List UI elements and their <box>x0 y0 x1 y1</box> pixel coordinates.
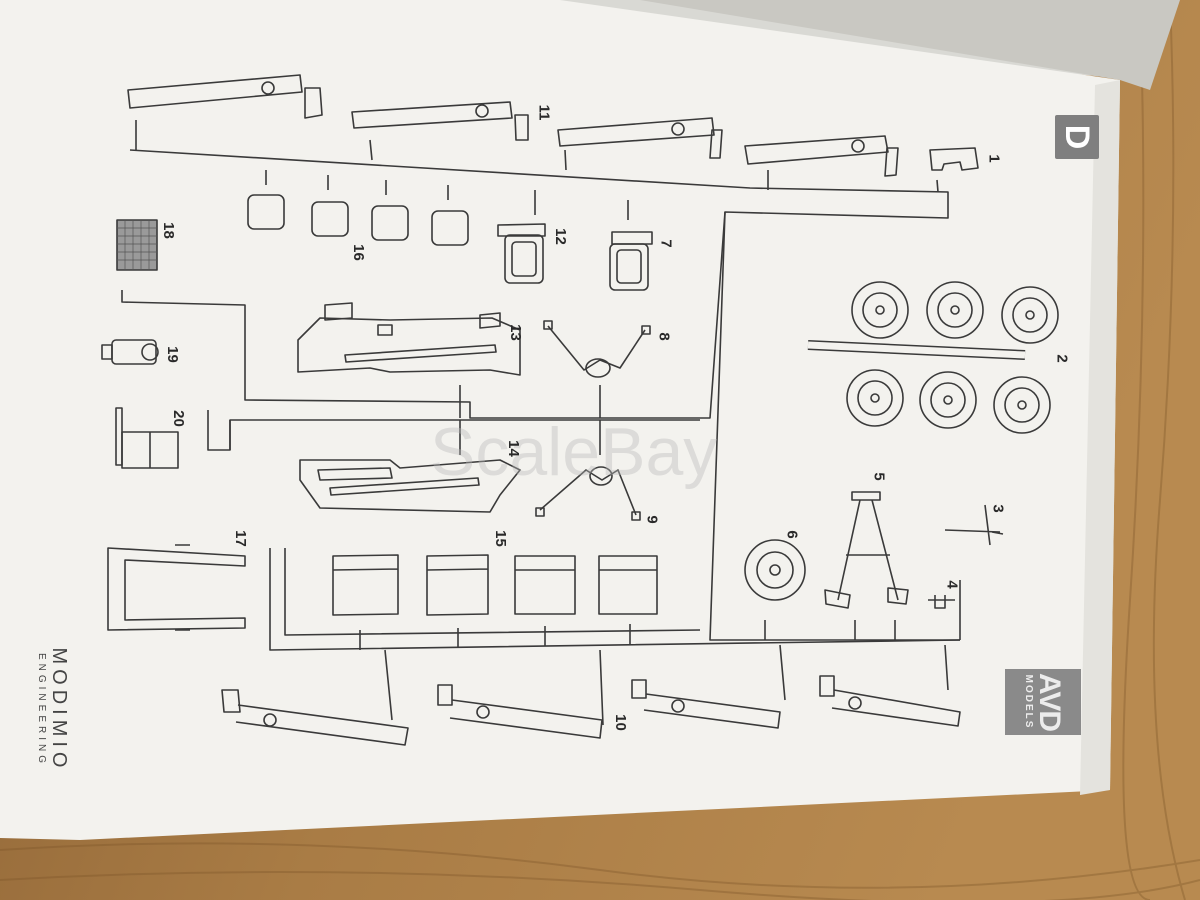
avd-models-logo: AVD MODELS <box>1005 669 1081 735</box>
part-label-7: 7 <box>657 239 675 248</box>
sprue-drawing <box>101 74 1059 746</box>
part-label-20: 20 <box>169 410 187 427</box>
avd-logo-name: AVD <box>1033 672 1066 732</box>
part-label-10: 10 <box>611 714 629 731</box>
part-label-1: 1 <box>985 154 1003 163</box>
modimio-brand: MODIMIO ENGINEERING <box>30 620 70 800</box>
part-label-3: 3 <box>989 504 1007 513</box>
part-label-5: 5 <box>870 472 888 481</box>
part-label-8: 8 <box>655 332 673 341</box>
part-label-17: 17 <box>231 530 249 547</box>
part-label-11: 11 <box>535 104 553 121</box>
part-label-4: 4 <box>943 580 961 589</box>
part-label-19: 19 <box>163 346 181 363</box>
brand-name: MODIMIO <box>48 647 70 773</box>
part-label-18: 18 <box>159 222 177 239</box>
part-label-14: 14 <box>504 440 522 457</box>
watermark-text: ScaleBay <box>430 414 717 490</box>
part-label-12: 12 <box>551 228 569 245</box>
sheet-letter-badge: D <box>1055 115 1099 159</box>
part-label-6: 6 <box>783 530 801 539</box>
part-label-16: 16 <box>349 244 367 261</box>
part-label-9: 9 <box>643 515 661 524</box>
avd-logo-sub: MODELS <box>1023 674 1034 730</box>
wheel-group <box>846 281 1059 434</box>
part-label-15: 15 <box>491 530 509 547</box>
part-label-13: 13 <box>506 324 524 341</box>
brand-sub: ENGINEERING <box>36 652 47 767</box>
part-label-2: 2 <box>1053 354 1071 363</box>
